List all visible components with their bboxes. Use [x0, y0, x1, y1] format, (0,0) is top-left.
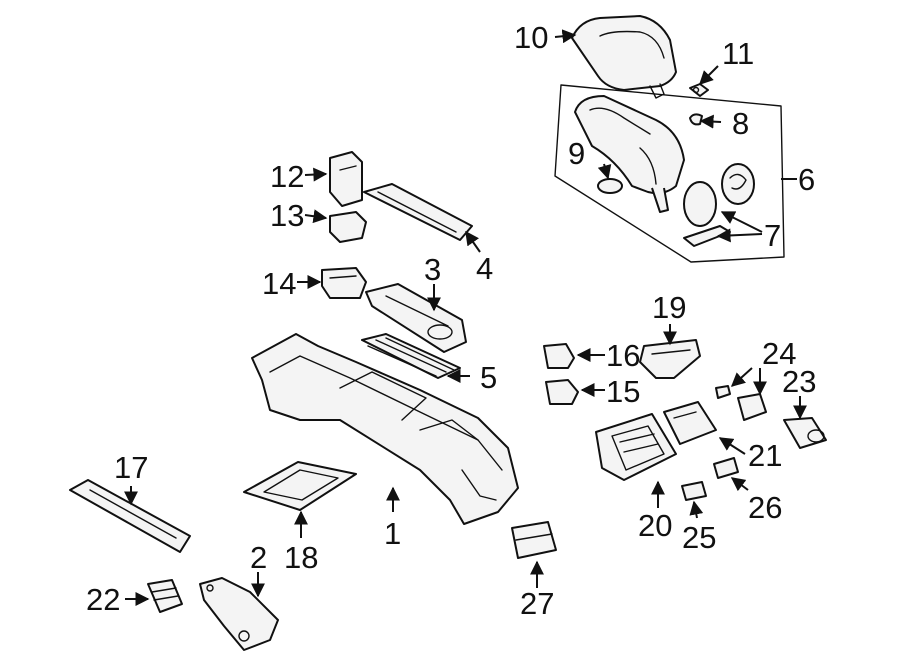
part-4-cover-strip — [363, 183, 473, 241]
callout-6: 6 — [798, 162, 815, 197]
part-27-switch — [511, 521, 557, 559]
callout-21: 21 — [748, 438, 782, 473]
callout-9: 9 — [568, 136, 585, 171]
callout-11: 11 — [722, 36, 754, 71]
part-14-housing — [321, 267, 367, 299]
part-17-trim-strip — [69, 479, 191, 553]
part-7-covers — [683, 163, 755, 247]
part-6-armrest-frame — [554, 84, 785, 263]
part-1-console — [251, 333, 519, 525]
callout-26: 26 — [748, 490, 782, 525]
callout-3: 3 — [424, 252, 441, 287]
callout-20: 20 — [638, 508, 672, 543]
callout-17: 17 — [114, 450, 148, 485]
part-13-block — [329, 211, 367, 243]
callout-14: 14 — [262, 266, 296, 301]
part-8-pin — [689, 113, 703, 126]
callout-24: 24 — [762, 336, 796, 371]
part-20-vent-bezel — [595, 413, 677, 481]
callout-18: 18 — [284, 540, 318, 575]
part-25-switch — [681, 481, 707, 501]
leader-lines — [124, 29, 807, 606]
part-6-armrest-body — [574, 95, 685, 213]
part-26-switch — [713, 457, 739, 479]
part-5-grille — [361, 333, 461, 379]
callout-16: 16 — [606, 338, 640, 373]
part-22-vent — [147, 579, 183, 613]
part-23-lighter — [783, 417, 827, 449]
callout-13: 13 — [270, 198, 304, 233]
callout-27: 27 — [520, 586, 554, 621]
callout-25: 25 — [682, 520, 716, 555]
callout-8: 8 — [732, 106, 749, 141]
callout-5: 5 — [480, 360, 497, 395]
part-19-trim — [639, 339, 701, 379]
callout-4: 4 — [476, 251, 493, 286]
callout-22: 22 — [86, 582, 120, 617]
part-18-tray — [243, 461, 357, 511]
part-16-knob — [543, 343, 575, 369]
part-9-cap — [597, 178, 623, 194]
callout-19: 19 — [652, 290, 686, 325]
part-21-panel — [663, 401, 717, 445]
part-11-clip — [689, 83, 709, 97]
callout-12: 12 — [270, 159, 304, 194]
callout-15: 15 — [606, 374, 640, 409]
part-12-bracket — [329, 151, 363, 207]
callout-10: 10 — [514, 20, 548, 55]
part-2-mount-bracket — [199, 577, 279, 651]
callout-7: 7 — [764, 218, 781, 253]
part-24-socket — [715, 385, 767, 421]
callout-1: 1 — [384, 516, 401, 551]
callout-labels: 10 11 8 9 6 7 12 13 4 3 14 5 1 18 17 2 2… — [86, 20, 816, 621]
callout-23: 23 — [782, 364, 816, 399]
part-3-cup-holder — [365, 283, 467, 353]
part-15-knob — [545, 379, 579, 405]
part-10-armrest-lid — [571, 15, 677, 99]
callout-2: 2 — [250, 540, 267, 575]
